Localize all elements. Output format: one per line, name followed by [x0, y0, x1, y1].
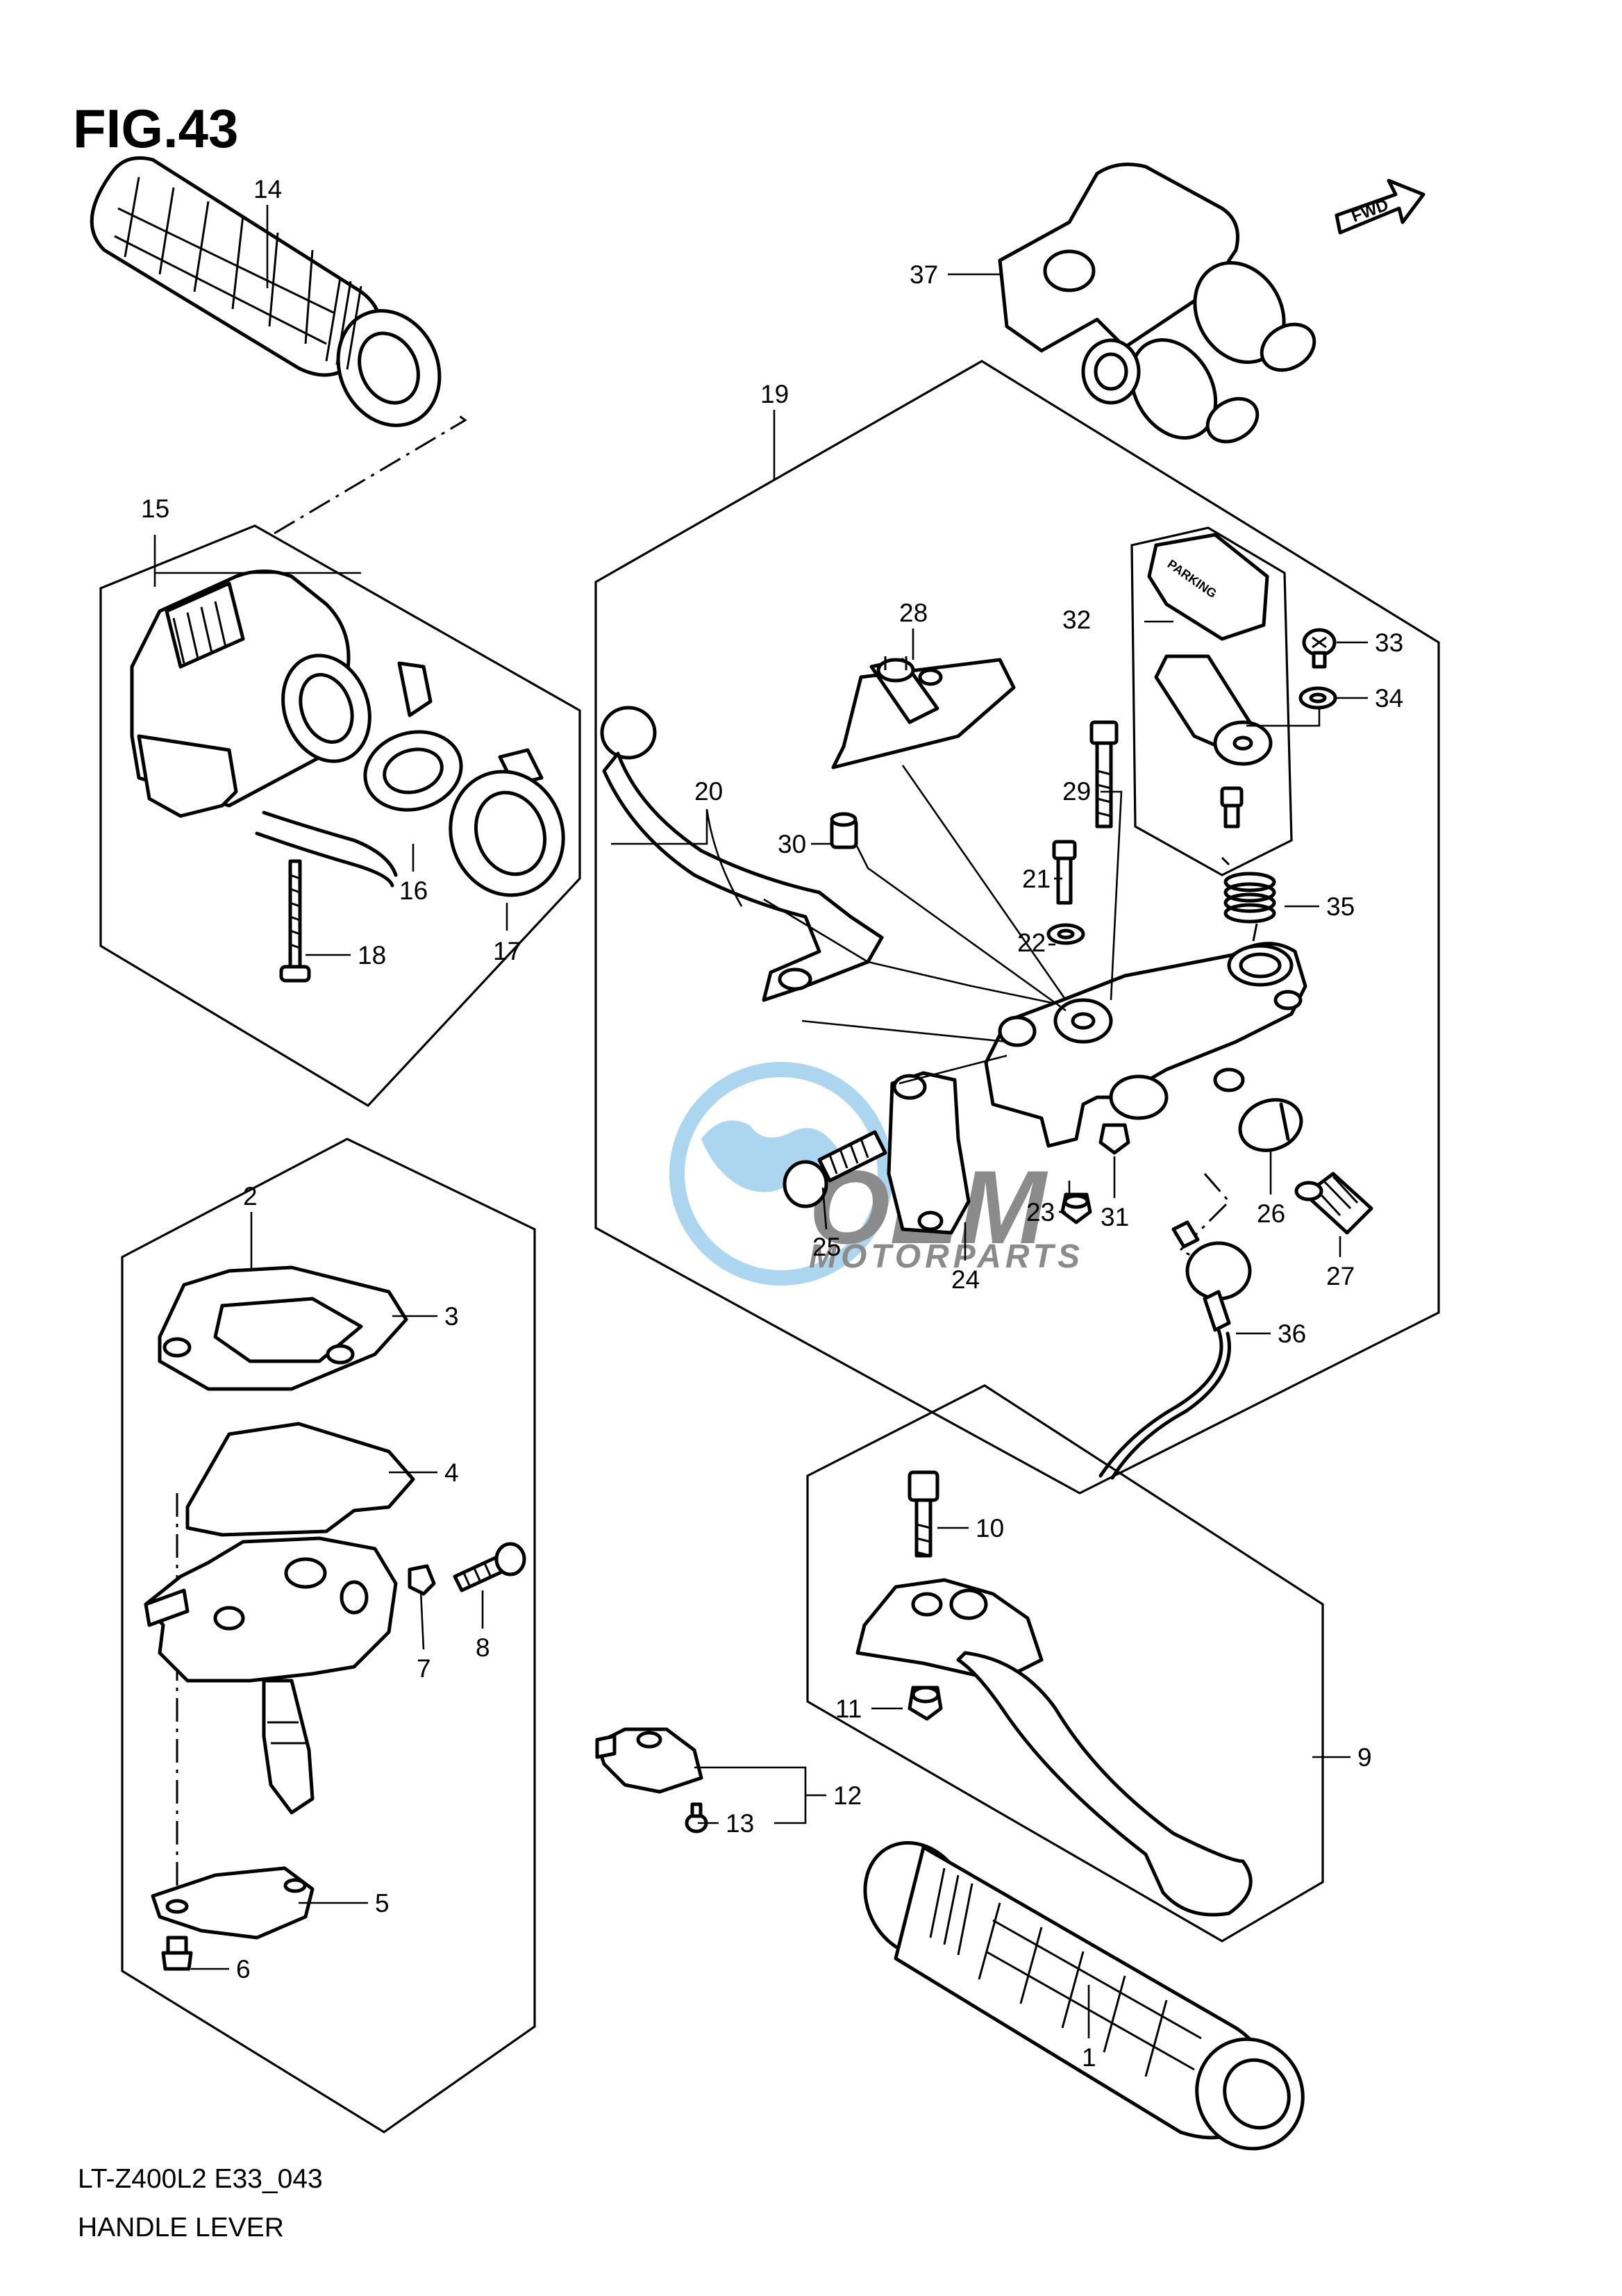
link-line-switch [1178, 1173, 1231, 1262]
callout-7: 7 [417, 1654, 431, 1683]
parking-bracket: PARKING [1130, 526, 1293, 876]
plate-screw [161, 1936, 193, 1971]
callout-30: 30 [778, 830, 806, 858]
callout-23: 23 [1026, 1198, 1055, 1226]
callout-22: 22 [1017, 929, 1046, 957]
adjuster-collar [1238, 1098, 1303, 1152]
clamp-ring [449, 748, 565, 897]
callout-2: 2 [243, 1182, 258, 1211]
model-code: LT-Z400L2 E33_043 [78, 2164, 323, 2194]
figure-title: FIG.43 [73, 98, 238, 159]
holder-clamp [887, 1071, 971, 1235]
callout-36: 36 [1278, 1320, 1306, 1348]
diagram-caption: HANDLE LEVER [78, 2213, 284, 2243]
callout-27: 27 [1326, 1262, 1355, 1290]
throttle-gasket [185, 1422, 415, 1537]
callout-34: 34 [1375, 684, 1403, 713]
callout-17: 17 [493, 937, 521, 965]
switch-group-box [99, 524, 581, 1108]
throttle-adjust-screw [453, 1542, 526, 1592]
switch-screw [279, 859, 311, 983]
throttle-housing [144, 1536, 398, 1815]
cable-adjuster [1294, 1172, 1373, 1235]
callout-labels: 14 15 16 17 18 37 19 20 28 29 30 21 22 3… [141, 175, 1403, 2072]
callout-12: 12 [833, 1781, 862, 1810]
master-cylinder-cover [998, 163, 1316, 444]
link-line-grip [274, 414, 467, 535]
callout-10: 10 [976, 1514, 1004, 1542]
holder-nut [1060, 1192, 1092, 1224]
washer [1046, 923, 1085, 945]
switch-clip [363, 661, 463, 812]
callout-26: 26 [1257, 1199, 1285, 1228]
callout-16: 16 [399, 876, 428, 905]
right-grip [863, 1840, 1305, 2151]
parking-switch-cable [1098, 1220, 1252, 1480]
lever-holder [984, 942, 1307, 1148]
switch-nut [1098, 1123, 1130, 1155]
callout-1: 1 [1082, 2043, 1096, 2072]
callout-6: 6 [236, 1955, 251, 1983]
clamp-bolt [783, 1130, 887, 1208]
callout-3: 3 [444, 1302, 459, 1331]
left-grip [90, 156, 442, 428]
callout-25: 25 [812, 1233, 841, 1261]
callout-15: 15 [141, 494, 169, 523]
callout-29: 29 [1062, 777, 1091, 806]
throttle-plate [151, 1866, 315, 1940]
lever-holder-group-box [594, 360, 1440, 1495]
bracket-screw [1302, 628, 1337, 669]
callout-5: 5 [375, 1889, 390, 1918]
callout-19: 19 [760, 380, 789, 408]
throttle-group-box [121, 1138, 536, 2133]
brake-lever-group-box [806, 1384, 1324, 1943]
brake-lever [855, 1578, 1253, 1917]
callout-28: 28 [899, 599, 928, 627]
callout-31: 31 [1101, 1203, 1129, 1231]
fwd-arrow: FWD [1335, 178, 1425, 235]
brake-switch-screw [685, 1802, 708, 1833]
callout-35: 35 [1326, 892, 1355, 921]
callout-20: 20 [694, 777, 723, 806]
handlebar-switch [130, 569, 398, 888]
bracket-washer [1298, 686, 1337, 710]
callout-18: 18 [358, 941, 386, 970]
watermark-subtitle: MOTORPARTS [809, 1238, 1084, 1275]
callout-24: 24 [951, 1265, 980, 1294]
callout-33: 33 [1375, 629, 1403, 657]
lever-bushing [830, 812, 858, 849]
callout-32: 32 [1062, 606, 1091, 634]
callout-11: 11 [835, 1695, 862, 1723]
callout-9: 9 [1357, 1743, 1372, 1772]
pivot-bolt [1089, 720, 1119, 829]
brake-lever-nut [908, 1686, 943, 1721]
clutch-lever [600, 706, 884, 1002]
callout-21: 21 [1022, 865, 1051, 893]
brake-switch [595, 1727, 703, 1794]
callout-4: 4 [444, 1458, 459, 1487]
callout-14: 14 [253, 175, 282, 203]
leader-lines [153, 205, 1368, 2038]
callout-37: 37 [910, 260, 938, 289]
callout-8: 8 [476, 1633, 490, 1662]
pivot-bolt-small [1052, 840, 1077, 905]
lever-spring [1221, 856, 1276, 942]
callout-13: 13 [726, 1809, 754, 1838]
throttle-nut [408, 1564, 436, 1596]
brake-lever-bolt [908, 1470, 939, 1558]
throttle-cover [158, 1265, 408, 1391]
parking-switch [831, 656, 1016, 770]
